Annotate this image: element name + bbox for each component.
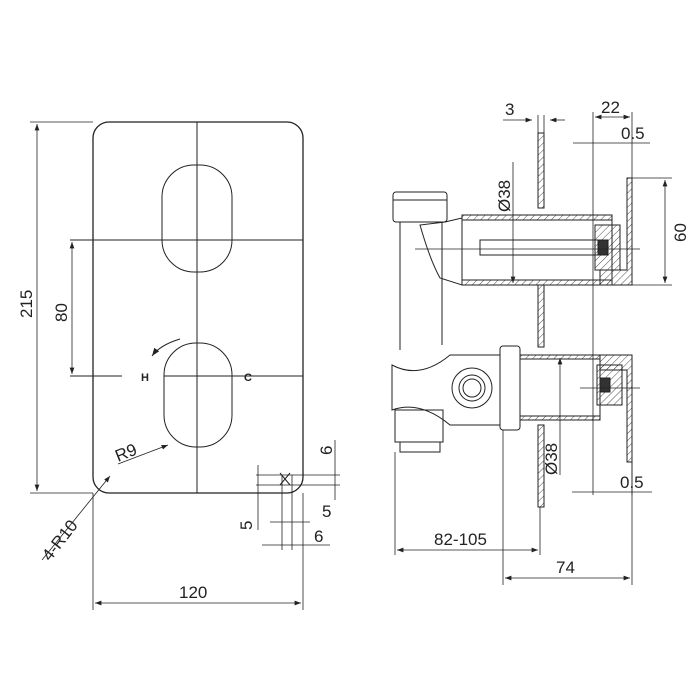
- wall-section-bottom: [537, 424, 545, 508]
- rotation-arrow-icon: [151, 338, 181, 357]
- side-view: 3 22 0.5 60 Ø38 Ø38 0.5 82-105 74: [391, 98, 690, 585]
- projection-dimension: 74: [556, 558, 575, 577]
- wall-thickness-dimension: 3: [505, 100, 514, 119]
- detail-dim-4: 6: [314, 527, 323, 546]
- upper-spindle: [479, 239, 599, 256]
- oval-radius-label: R9: [112, 440, 139, 466]
- outlet-port: [451, 367, 493, 409]
- plate-depth-dimension: 22: [601, 98, 620, 117]
- wall-section-middle: [537, 284, 545, 348]
- lower-valve-body: [391, 354, 501, 426]
- corner-radius-label: 4-R10: [38, 516, 81, 564]
- gap-top-dimension: 0.5: [621, 124, 645, 143]
- housing-height-dimension: 60: [671, 223, 690, 242]
- detail-dim-2: 5: [237, 521, 256, 530]
- front-view: H C 215 80 120 4-R10 R9 6 5 5 6: [17, 121, 340, 610]
- lower-handle-slot: [163, 342, 233, 448]
- width-dimension: 120: [179, 583, 207, 602]
- valve-riser: [399, 222, 443, 350]
- upper-handle-slot: [161, 164, 233, 273]
- cover-plate: [92, 121, 304, 494]
- upper-valve-body: [419, 217, 463, 286]
- spacing-dimension: 80: [52, 303, 71, 322]
- valve-top-port: [392, 191, 448, 223]
- detail-dim-1: 6: [317, 446, 336, 455]
- diameter-bottom-dimension: Ø38: [542, 443, 561, 475]
- install-depth-dimension: 82-105: [434, 530, 487, 549]
- height-dimension: 215: [17, 290, 36, 318]
- hot-label: H: [141, 372, 149, 384]
- diameter-top-dimension: Ø38: [495, 180, 514, 212]
- detail-dim-3: 5: [322, 502, 331, 521]
- wall-section-top: [537, 132, 545, 209]
- upper-cartridge-housing: [461, 214, 613, 286]
- lower-nut: [499, 345, 521, 431]
- cold-label: C: [244, 372, 252, 384]
